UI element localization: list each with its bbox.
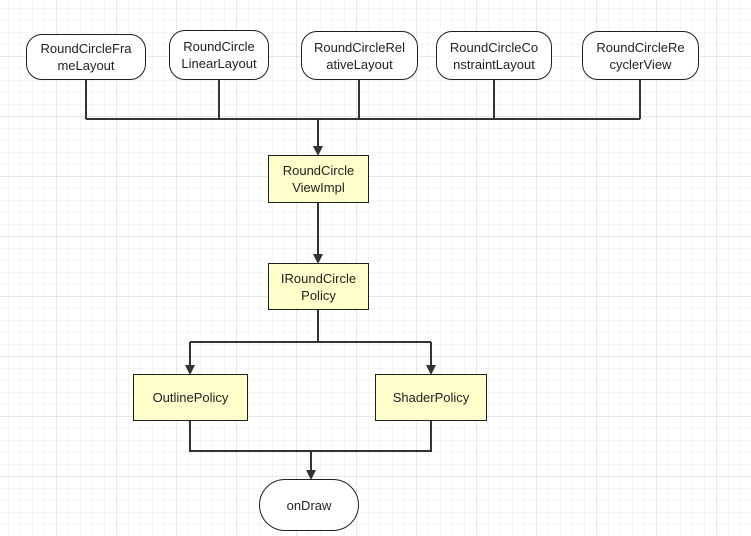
node-round-circle-frame-layout[interactable]: RoundCircleFra meLayout [26,34,146,80]
node-round-circle-relative-layout[interactable]: RoundCircleRel ativeLayout [301,31,418,80]
connector-merge [189,421,432,452]
node-round-circle-recycler-view[interactable]: RoundCircleRe cyclerView [582,31,699,80]
node-shader-policy[interactable]: ShaderPolicy [375,374,487,421]
node-label: RoundCircle ViewImpl [282,163,355,195]
node-label: OutlinePolicy [152,390,229,405]
node-outline-policy[interactable]: OutlinePolicy [133,374,248,421]
node-label: onDraw [286,497,332,513]
node-label: RoundCircle LinearLayout [181,39,257,71]
node-label: RoundCircleFra meLayout [40,41,132,73]
connector-split [190,310,431,343]
node-i-round-circle-policy[interactable]: IRoundCircle Policy [268,263,369,310]
node-label: RoundCircleRel ativeLayout [313,39,406,72]
node-round-circle-constraint-layout[interactable]: RoundCircleCo nstraintLayout [436,31,552,80]
node-on-draw[interactable]: onDraw [259,479,359,531]
node-round-circle-view-impl[interactable]: RoundCircle ViewImpl [268,155,369,203]
node-label: ShaderPolicy [392,390,470,405]
node-label: IRoundCircle Policy [280,270,357,303]
node-label: RoundCircleRe cyclerView [596,39,685,72]
node-round-circle-linear-layout[interactable]: RoundCircle LinearLayout [169,30,269,80]
node-label: RoundCircleCo nstraintLayout [449,39,539,72]
